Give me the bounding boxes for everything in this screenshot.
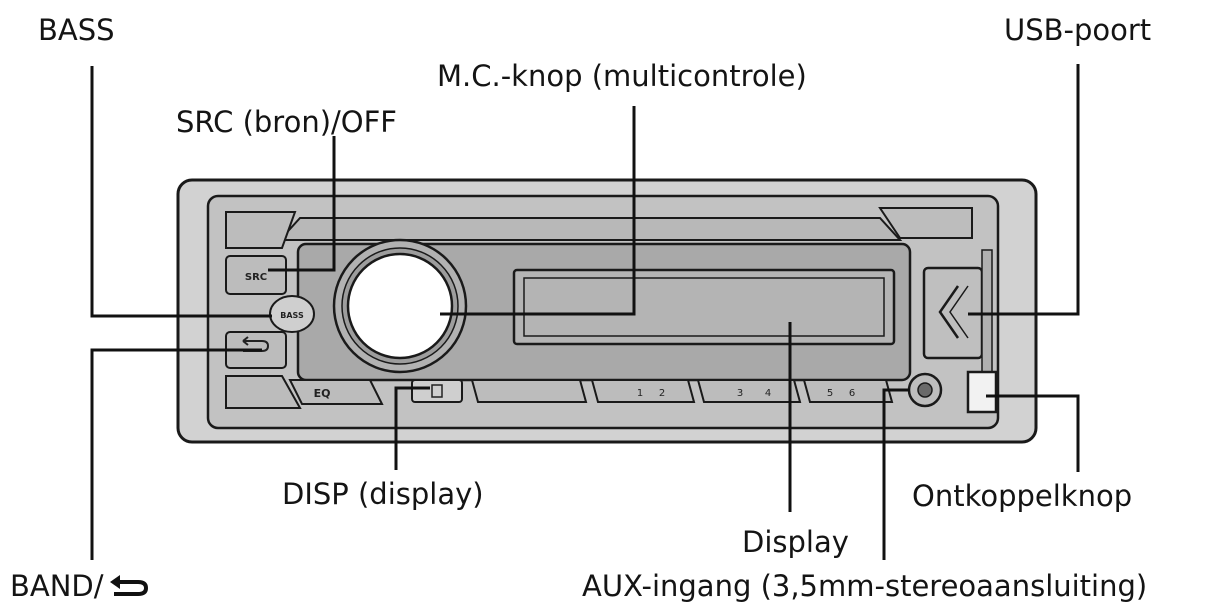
label-usb-port: USB-poort: [1004, 13, 1152, 47]
bass-button-text: BASS: [280, 311, 304, 320]
usb-port-chevron-icon: [938, 285, 960, 339]
preset-key-label: 6: [849, 388, 855, 399]
preset-key-label: 3: [737, 388, 743, 399]
eq-button-text: EQ: [314, 387, 331, 400]
preset-key-label: 1: [637, 388, 643, 399]
faceplate-top-ridge: [277, 217, 903, 241]
detach-button[interactable]: [966, 370, 998, 414]
leader-line-detach: [986, 394, 1080, 472]
disp-button[interactable]: [411, 379, 463, 403]
bass-button[interactable]: [269, 295, 315, 333]
display-screen-inner: [523, 277, 885, 337]
leader-line-aux: [882, 388, 910, 560]
src-button[interactable]: [225, 255, 287, 295]
seek-buttons[interactable]: [470, 379, 588, 403]
bottom-left-button[interactable]: [225, 375, 302, 409]
label-display: Display: [742, 525, 849, 559]
preset-key-label: 5: [827, 388, 833, 399]
disp-button-icon: [431, 384, 443, 398]
mc-knob[interactable]: [346, 252, 454, 360]
leader-line-mc-knob: [440, 106, 636, 316]
label-disp: DISP (display): [282, 477, 484, 511]
aux-jack-hole: [917, 382, 933, 398]
label-detach: Ontkoppelknop: [912, 479, 1133, 513]
src-button-text: SRC: [245, 272, 267, 283]
display-screen: [512, 268, 896, 346]
preset-key-label: 2: [659, 388, 665, 399]
leader-lines: [90, 64, 1080, 560]
leader-line-usb: [968, 64, 1080, 316]
leader-line-src: [268, 136, 336, 272]
label-band-back: BAND/: [10, 570, 152, 602]
eq-button[interactable]: [288, 379, 384, 405]
preset-key-label: 4: [765, 388, 771, 399]
leader-line-band: [90, 348, 262, 560]
leader-line-disp: [394, 386, 430, 470]
preset-buttons-5-6[interactable]: [802, 379, 894, 403]
label-mc-knob: M.C.-knop (multicontrole): [437, 59, 807, 93]
preset-buttons-1-2[interactable]: [590, 379, 696, 403]
label-bass: BASS: [38, 13, 115, 47]
usb-port-chevron-icon-outer: [949, 285, 969, 339]
label-aux-input: AUX-ingang (3,5mm-stereoaansluiting): [582, 569, 1148, 603]
label-band-back-text: BAND/: [10, 569, 104, 603]
band-button-back-arrow-icon: [242, 336, 270, 352]
label-src-off: SRC (bron)/OFF: [176, 105, 397, 139]
back-arrow-icon: [109, 575, 148, 596]
faceplate-top-right-bevel: [878, 207, 973, 239]
top-left-button[interactable]: [225, 211, 297, 249]
preset-buttons-3-4[interactable]: [696, 379, 802, 403]
leader-line-bass: [90, 66, 272, 318]
